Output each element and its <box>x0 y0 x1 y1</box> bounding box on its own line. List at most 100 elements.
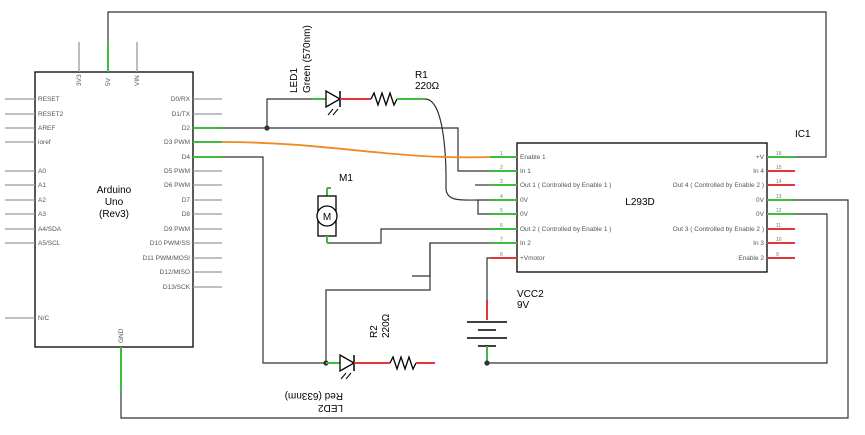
ic-pin-12: 0V <box>756 211 765 218</box>
ic-pin-num-15: 15 <box>776 165 782 171</box>
ic-pin-num-10: 10 <box>776 237 782 243</box>
ic-pin-6: Out 2 ( Controlled by Enable 1 ) <box>520 226 611 233</box>
motor-symbol: M <box>323 212 331 223</box>
pin-d0: D0/RX <box>171 96 191 103</box>
wire-in2-to-led2[interactable] <box>412 242 490 277</box>
r1-ref: R1 <box>415 70 428 81</box>
ic-pin-2: In 1 <box>520 168 531 175</box>
r1-zigzag-icon <box>370 90 398 108</box>
ic-pin-14: Out 4 ( Controlled by Enable 2 ) <box>673 182 764 189</box>
pin-nc: N/C <box>38 315 50 322</box>
ic-pin-num-13: 13 <box>776 194 782 200</box>
ic-pin-num-14: 14 <box>776 179 782 185</box>
pin-a5: A5/SCL <box>38 240 61 247</box>
pin-gnd: GND <box>118 328 125 343</box>
m1-ref: M1 <box>339 173 353 184</box>
pin-d5: D5 PWM <box>164 168 190 175</box>
arduino-name-1: Arduino <box>97 185 132 196</box>
pin-d11: D11 PWM/MOSI <box>142 255 190 262</box>
pin-d13: D13/SCK <box>163 284 191 291</box>
pin-reset: RESET <box>38 96 60 103</box>
led1-ref: LED1 <box>289 68 300 93</box>
pin-5v: 5V <box>105 77 112 86</box>
vcc2-value: 9V <box>517 300 530 311</box>
motor-icon <box>316 205 338 227</box>
ic-pin-9: Enable 2 <box>738 255 764 262</box>
ic-pin-num-2: 2 <box>500 165 503 171</box>
r1-value: 220Ω <box>415 81 440 92</box>
junction-d2 <box>264 125 270 131</box>
pin-aref: AREF <box>38 125 55 132</box>
ic-l293d[interactable]: IC1 L293D 1 2 3 4 5 6 7 8 Enable 1 In 1 … <box>490 129 811 273</box>
pin-ioref: ioref <box>38 139 51 146</box>
pin-d2: D2 <box>182 125 191 132</box>
pin-d12: D12/MISO <box>160 269 190 276</box>
wire-0v-left[interactable] <box>477 200 490 215</box>
pin-d7: D7 <box>182 197 191 204</box>
vcc2-ref: VCC2 <box>517 289 544 300</box>
ic-pin-num-11: 11 <box>776 223 781 229</box>
arduino-body <box>34 71 194 348</box>
ic-pin-num-7: 7 <box>500 237 503 243</box>
arduino-uno[interactable]: 3V3 5V VIN RESET RESET2 AREF ioref A0 A1… <box>5 42 222 392</box>
led2-ref: LED2 <box>318 402 343 413</box>
pin-a4: A4/SDA <box>38 226 62 233</box>
ic-pin-4: 0V <box>520 197 529 204</box>
led1-light-arrows-icon <box>327 108 339 116</box>
battery-vcc2[interactable]: VCC2 9V <box>467 289 544 360</box>
led1-diode-icon <box>325 89 342 109</box>
ic-body <box>516 142 768 273</box>
ic-pin-13: 0V <box>756 197 765 204</box>
pin-vin: VIN <box>134 75 141 86</box>
pin-d3: D3 PWM <box>164 139 190 146</box>
r2-ref: R2 <box>369 325 380 338</box>
wires <box>107 11 849 419</box>
ic-pin-7: In 2 <box>520 240 531 247</box>
ic-pin-num-12: 12 <box>776 208 782 214</box>
arduino-name-2: Uno <box>105 197 124 208</box>
ic-pin-10: In 3 <box>753 240 764 247</box>
ic-pin-8: +Vmotor <box>520 255 546 262</box>
ic-pin-15: In 4 <box>753 168 764 175</box>
pin-a3: A3 <box>38 211 46 218</box>
ic-ref: IC1 <box>795 129 811 140</box>
pin-d9: D9 PWM <box>164 226 190 233</box>
pin-a2: A2 <box>38 197 46 204</box>
wire-r1-to-out1[interactable] <box>398 98 490 201</box>
motor-m1[interactable]: M M1 <box>316 173 353 243</box>
wire-d3-to-enable1[interactable] <box>221 141 491 159</box>
wire-vmotor-to-battery[interactable] <box>486 257 490 320</box>
ic-name: L293D <box>625 197 654 208</box>
ic-pin-1: Enable 1 <box>520 154 546 161</box>
wire-5v-to-vcc[interactable] <box>107 11 827 158</box>
ic-pin-3: Out 1 ( Controlled by Enable 1 ) <box>520 182 611 189</box>
wire-d2-to-in1[interactable] <box>222 127 490 172</box>
pin-d1: D1/TX <box>172 111 191 118</box>
pin-d8: D8 <box>182 211 191 218</box>
ic-pin-num-8: 8 <box>500 252 503 258</box>
ic-pin-11: Out 3 ( Controlled by Enable 2 ) <box>673 226 764 233</box>
wire-d4-to-led2[interactable] <box>222 156 326 364</box>
pin-d4: D4 <box>182 154 191 161</box>
resistor-r1[interactable]: R1 220Ω <box>360 70 440 108</box>
resistor-r2[interactable]: R2 220Ω <box>369 313 435 372</box>
wire-d2-to-led1[interactable] <box>266 98 312 128</box>
pin-a0: A0 <box>38 168 46 175</box>
ic-pin-num-3: 3 <box>500 179 503 185</box>
ic-pin-num-5: 5 <box>500 208 503 214</box>
ic-pin-num-1: 1 <box>500 151 503 157</box>
ic-pin-5: 0V <box>520 211 529 218</box>
led2-diode-icon <box>339 353 356 373</box>
led2-desc: Red (633nm) <box>285 390 343 401</box>
ic-pin-num-6: 6 <box>500 223 503 229</box>
led2-red[interactable]: LED2 Red (633nm) <box>285 353 385 413</box>
pin-3v3: 3V3 <box>76 74 83 86</box>
wire-led2-node-up[interactable] <box>325 243 431 363</box>
pin-d10: D10 PWM/SS <box>150 240 191 247</box>
wire-ic-0v-right[interactable] <box>120 199 849 419</box>
junction-battery <box>484 360 490 366</box>
led1-green[interactable]: LED1 Green (570nm) <box>289 25 360 116</box>
wire-motor-out2[interactable] <box>327 228 490 244</box>
pin-a1: A1 <box>38 182 46 189</box>
